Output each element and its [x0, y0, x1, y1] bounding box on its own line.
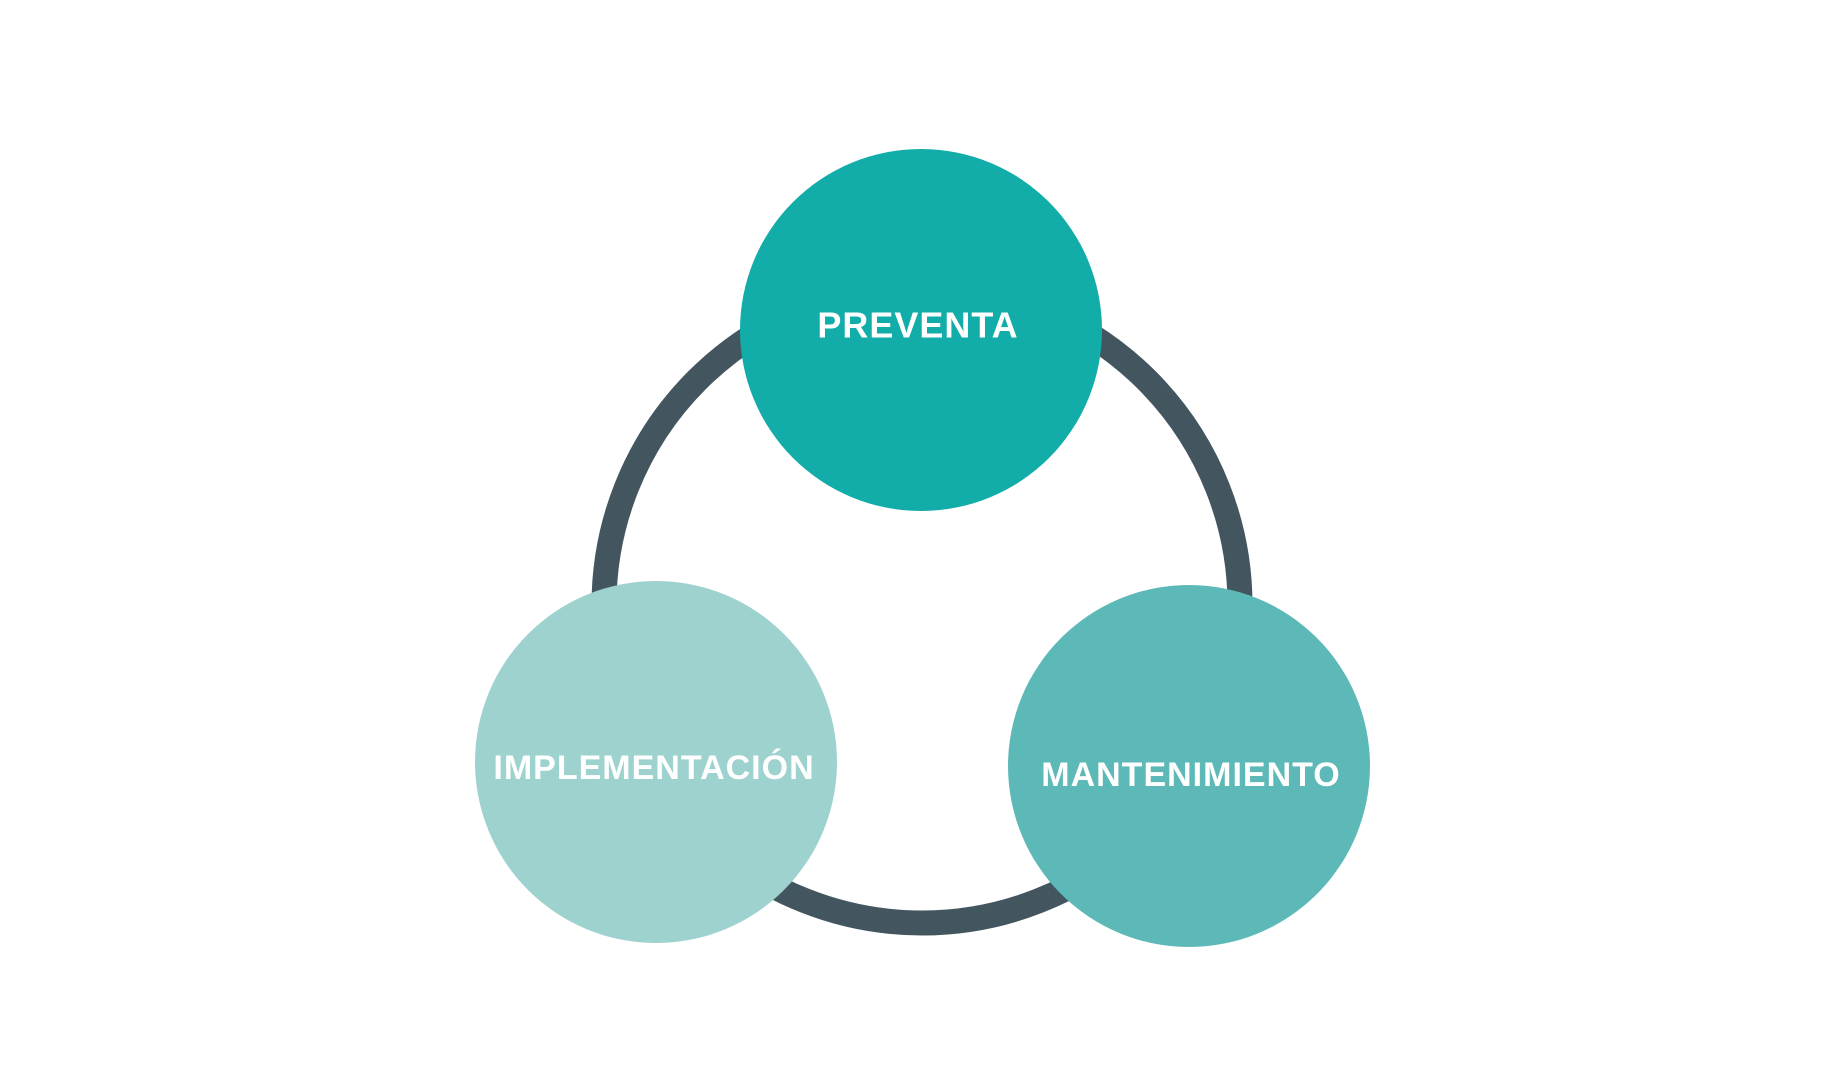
stage-mantenimiento-circle	[1008, 585, 1370, 947]
stage-mantenimiento-label: MANTENIMIENTO	[1041, 756, 1340, 794]
stage-implementacion: IMPLEMENTACIÓN	[475, 581, 837, 943]
stage-implementacion-label: IMPLEMENTACIÓN	[493, 749, 814, 787]
stage-preventa-circle	[740, 149, 1102, 511]
stage-implementacion-circle	[475, 581, 837, 943]
stage-mantenimiento: MANTENIMIENTO	[1008, 585, 1370, 947]
stage-preventa-label: PREVENTA	[817, 305, 1018, 346]
stage-preventa: PREVENTA	[740, 149, 1102, 511]
